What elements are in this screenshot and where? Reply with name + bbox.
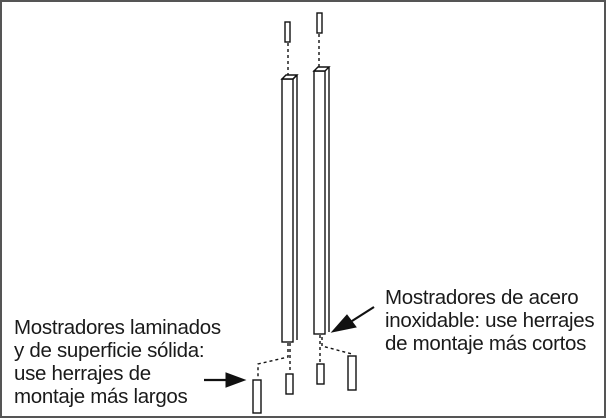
top-pin-left <box>284 21 291 43</box>
callout-stainless-line-3: de montaje más cortos <box>385 332 587 355</box>
arrow-stainless <box>330 306 375 333</box>
callout-stainless-line-1: Mostradores de acero <box>385 286 579 309</box>
callout-stainless: Mostradores de acero inoxidable: use her… <box>385 286 595 355</box>
top-pin-right <box>316 12 323 34</box>
callout-laminate-line-4: montaje más largos <box>14 385 188 408</box>
callout-stainless-line-2: inoxidable: use herrajes <box>385 309 595 332</box>
callout-laminate: Mostradores laminados y de superficie só… <box>14 316 221 408</box>
callout-laminate-line-3: use herrajes de <box>14 362 151 385</box>
alignment-line-bottom-right-b <box>321 337 353 355</box>
alignment-line-bottom-left-a <box>257 343 289 377</box>
callout-laminate-line-2: y de superficie sólida: <box>14 339 205 362</box>
short-pin-left <box>285 373 294 395</box>
long-pin-left <box>252 379 262 414</box>
post-left <box>281 78 294 343</box>
long-pin-right <box>347 355 357 391</box>
arrow-laminate <box>204 372 247 388</box>
short-pin-right <box>316 363 325 385</box>
post-right-top-face <box>312 66 331 72</box>
post-right <box>313 70 326 335</box>
callout-laminate-line-1: Mostradores laminados <box>14 316 221 339</box>
